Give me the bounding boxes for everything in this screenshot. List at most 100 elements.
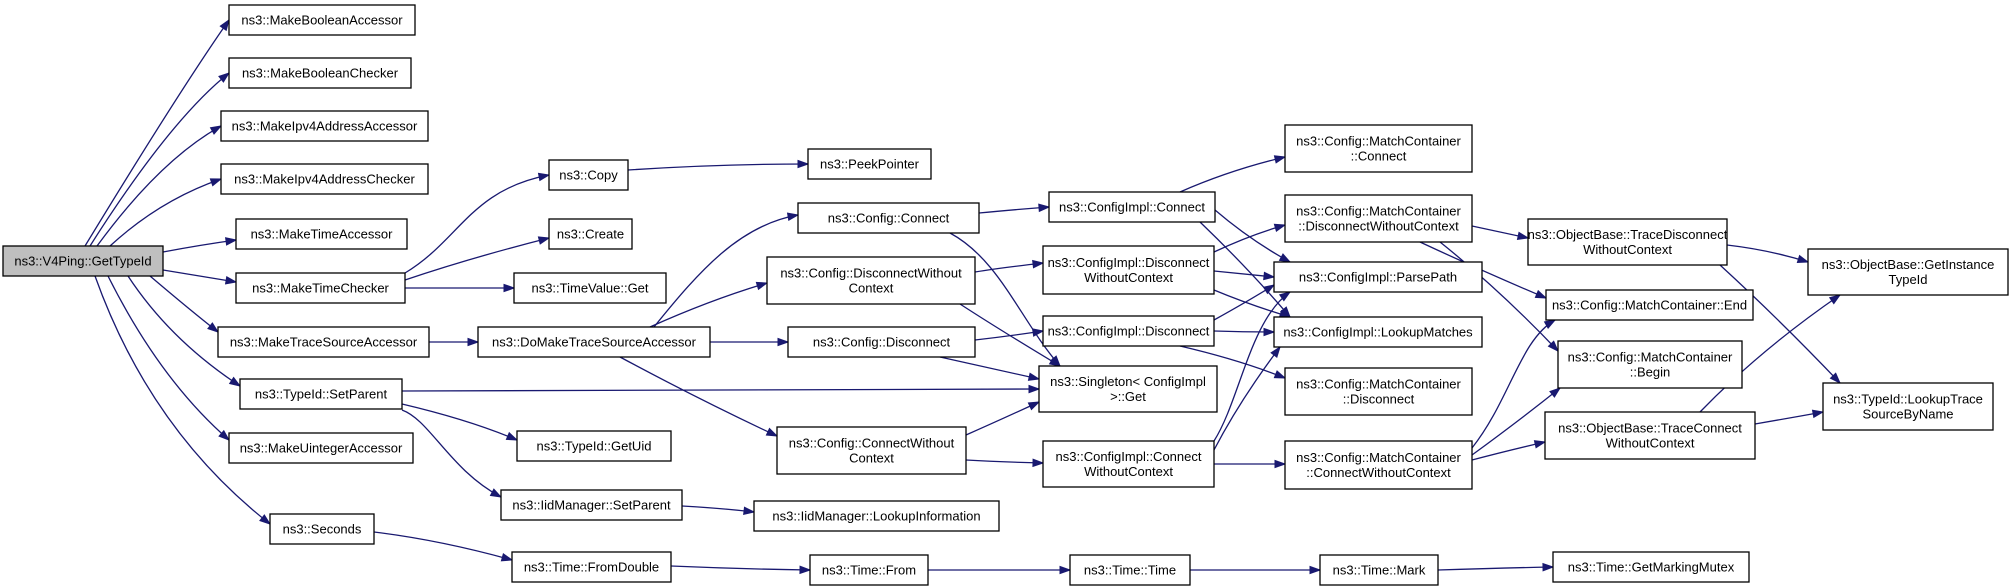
edge-arrowhead	[228, 376, 242, 387]
edge-cidis-to-parse	[1213, 284, 1276, 321]
edge-arrowhead	[1273, 155, 1287, 164]
node-parse[interactable]: ns3::ConfigImpl::ParsePath	[1273, 261, 1483, 293]
node-create[interactable]: ns3::Create	[548, 218, 633, 250]
edge-arrowhead	[219, 18, 230, 32]
node-box	[235, 218, 408, 250]
node-box	[1042, 315, 1215, 347]
node-dmtsa[interactable]: ns3::DoMakeTraceSourceAccessor	[477, 326, 711, 358]
edge-line	[965, 401, 1040, 436]
node-label: ns3::Config::MatchContainer	[1296, 450, 1461, 465]
edge-line	[107, 275, 230, 441]
node-ccon[interactable]: ns3::Config::Connect	[797, 202, 980, 234]
edge-cdwc-to-singleton	[959, 303, 1062, 367]
node-mba[interactable]: ns3::MakeBooleanAccessor	[228, 4, 416, 36]
edge-root-to-mia	[96, 125, 223, 247]
node-cicon[interactable]: ns3::ConfigImpl::Connect	[1048, 191, 1216, 223]
edge-arrowhead	[537, 172, 551, 182]
edge-arrowhead	[743, 506, 756, 516]
edge-arrowhead	[1828, 294, 1842, 305]
edge-iidsp-to-iidli	[681, 505, 756, 516]
edge-ttime-to-tmark	[1190, 565, 1322, 575]
node-sec[interactable]: ns3::Seconds	[269, 513, 375, 545]
node-lookup[interactable]: ns3::ConfigImpl::LookupMatches	[1273, 316, 1483, 348]
node-ttime[interactable]: ns3::Time::Time	[1069, 554, 1191, 586]
node-cidwc[interactable]: ns3::ConfigImpl::DisconnectWithoutContex…	[1042, 245, 1215, 295]
node-mccwc[interactable]: ns3::Config::MatchContainer::ConnectWith…	[1284, 440, 1473, 490]
node-cicwc[interactable]: ns3::ConfigImpl::ConnectWithoutContext	[1042, 440, 1215, 488]
node-tmark[interactable]: ns3::Time::Mark	[1319, 554, 1439, 586]
node-copy[interactable]: ns3::Copy	[548, 159, 629, 191]
node-mcdis[interactable]: ns3::Config::MatchContainer::Disconnect	[1284, 367, 1473, 416]
edge-arrowhead	[1534, 289, 1548, 299]
node-mic[interactable]: ns3::MakeIpv4AddressChecker	[220, 163, 429, 195]
edge-ccon-to-cicon	[978, 203, 1051, 214]
node-label: TypeId	[1888, 272, 1927, 287]
node-getuid[interactable]: ns3::TypeId::GetUid	[516, 430, 672, 462]
edge-arrowhead	[1027, 372, 1041, 381]
node-label: WithoutContext	[1583, 242, 1672, 257]
node-tsp[interactable]: ns3::TypeId::SetParent	[239, 378, 403, 410]
node-obtcwc[interactable]: ns3::ObjectBase::TraceConnectWithoutCont…	[1544, 411, 1756, 460]
node-mtsa[interactable]: ns3::MakeTraceSourceAccessor	[217, 326, 430, 358]
node-singleton[interactable]: ns3::Singleton< ConfigImpl >::Get	[1038, 365, 1218, 413]
node-cdwc[interactable]: ns3::Config::DisconnectWithoutContext	[766, 256, 976, 305]
node-box	[1038, 365, 1218, 413]
edge-mtc-to-tvget	[405, 283, 516, 293]
node-mua[interactable]: ns3::MakeUintegerAccessor	[228, 432, 414, 464]
edge-line	[1179, 156, 1286, 193]
edge-dmtsa-to-cdwc	[649, 281, 769, 328]
edge-cidis-to-lookup	[1213, 327, 1276, 337]
node-label: Context	[849, 451, 894, 466]
edge-root-to-mua	[107, 275, 231, 441]
node-mcbegin[interactable]: ns3::Config::MatchContainer::Begin	[1557, 340, 1743, 389]
node-mtc[interactable]: ns3::MakeTimeChecker	[235, 272, 406, 304]
edge-line	[84, 19, 230, 247]
edge-ccwc-to-singleton	[965, 401, 1041, 436]
node-mbc[interactable]: ns3::MakeBooleanChecker	[228, 57, 412, 89]
node-mccon[interactable]: ns3::Config::MatchContainer::Connect	[1284, 124, 1473, 173]
edge-arrowhead	[1032, 458, 1045, 468]
node-ccwc[interactable]: ns3::Config::ConnectWithoutContext	[776, 426, 967, 475]
edge-dmtsa-to-cdis	[709, 337, 790, 347]
node-gmm[interactable]: ns3::Time::GetMarkingMutex	[1552, 551, 1750, 583]
edge-arrowhead	[1278, 291, 1292, 302]
node-label: ns3::Create	[557, 227, 624, 242]
node-peek[interactable]: ns3::PeekPointer	[807, 148, 932, 180]
node-iidli[interactable]: ns3::IidManager::LookupInformation	[753, 500, 1000, 532]
edge-line	[1471, 387, 1561, 456]
node-label: ns3::MakeIpv4AddressAccessor	[232, 119, 418, 134]
edge-arrowhead	[1274, 459, 1287, 469]
node-mia[interactable]: ns3::MakeIpv4AddressAccessor	[220, 110, 429, 142]
node-box	[1284, 367, 1473, 416]
edge-line	[127, 275, 241, 387]
edge-line	[373, 531, 513, 561]
edge-arrowhead	[218, 72, 231, 83]
node-root[interactable]: ns3::V4Ping::GetTypeId	[2, 245, 164, 277]
node-mcend[interactable]: ns3::Config::MatchContainer::End	[1545, 289, 1754, 321]
node-fromdouble[interactable]: ns3::Time::FromDouble	[511, 551, 672, 583]
node-label: ns3::ConfigImpl::Disconnect	[1048, 324, 1210, 339]
edge-line	[1719, 264, 1841, 384]
node-cidis[interactable]: ns3::ConfigImpl::Disconnect	[1042, 315, 1215, 347]
node-label: ns3::Config::MatchContainer	[1296, 204, 1461, 219]
node-iidsp[interactable]: ns3::IidManager::SetParent	[500, 489, 683, 521]
node-mcdwc[interactable]: ns3::Config::MatchContainer::DisconnectW…	[1284, 194, 1473, 243]
node-box	[2, 245, 164, 277]
node-cdis[interactable]: ns3::Config::Disconnect	[787, 326, 976, 358]
node-label: ns3::ConfigImpl::ParsePath	[1299, 270, 1457, 285]
node-tfrom[interactable]: ns3::Time::From	[809, 554, 929, 586]
edge-line	[1471, 441, 1546, 461]
node-mta[interactable]: ns3::MakeTimeAccessor	[235, 218, 408, 250]
node-tvget[interactable]: ns3::TimeValue::Get	[513, 272, 667, 304]
node-box	[1042, 245, 1215, 295]
edge-arrowhead	[503, 283, 516, 293]
edge-line	[94, 275, 271, 525]
edge-line	[149, 275, 219, 333]
edge-cidis-to-mcdis	[1179, 345, 1287, 379]
edge-mtc-to-copy	[404, 172, 551, 274]
edge-line	[404, 237, 550, 281]
node-obtdwc[interactable]: ns3::ObjectBase::TraceDisconnectWithoutC…	[1527, 218, 1728, 266]
